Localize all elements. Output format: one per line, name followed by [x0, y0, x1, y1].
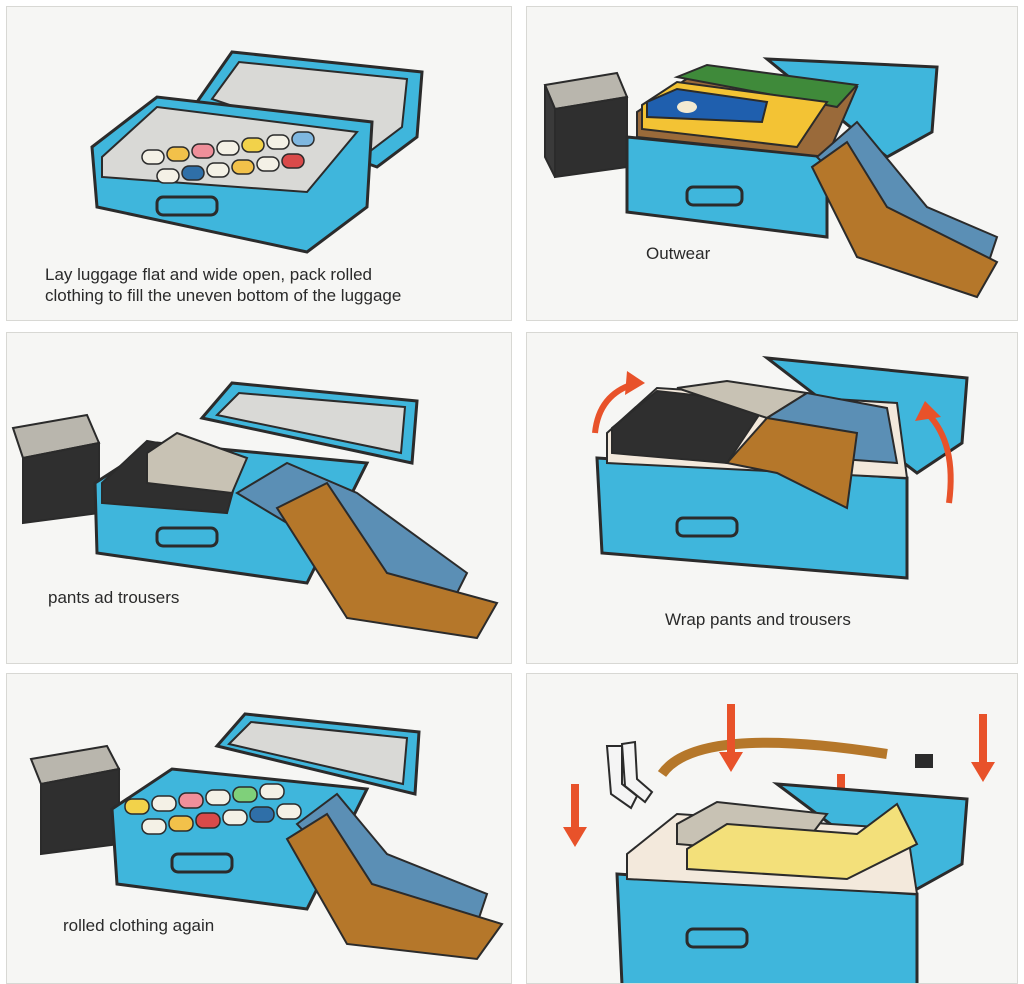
suitcase-pants-draped-icon	[11, 381, 499, 640]
step-caption: Wrap pants and trousers	[665, 610, 851, 629]
suitcase-outwear-layer-icon	[543, 57, 999, 299]
belt-icon	[657, 737, 888, 778]
step-panel-4: Wrap pants and trousers	[526, 332, 1018, 664]
suitcase-wrap-arrows-icon	[592, 355, 969, 580]
step-panel-6	[526, 673, 1018, 984]
step-panel-3: pants ad trousers	[6, 332, 512, 664]
step-panel-5: rolled clothing again	[6, 673, 512, 984]
step-panel-2: Outwear	[526, 6, 1018, 321]
charger-icon	[915, 754, 933, 768]
open-suitcase-rolled-clothes-icon	[90, 50, 424, 254]
step-caption: pants ad trousers	[48, 588, 180, 607]
step-caption: rolled clothing again	[63, 916, 215, 935]
suitcase-rolled-again-icon	[29, 712, 504, 961]
step-caption: Lay luggage flat and wide open, pack rol…	[45, 265, 402, 305]
step-caption: Outwear	[646, 244, 711, 263]
step-panel-1: Lay luggage flat and wide open, pack rol…	[6, 6, 512, 321]
suitcase-final-items-arrows-icon	[563, 704, 995, 983]
